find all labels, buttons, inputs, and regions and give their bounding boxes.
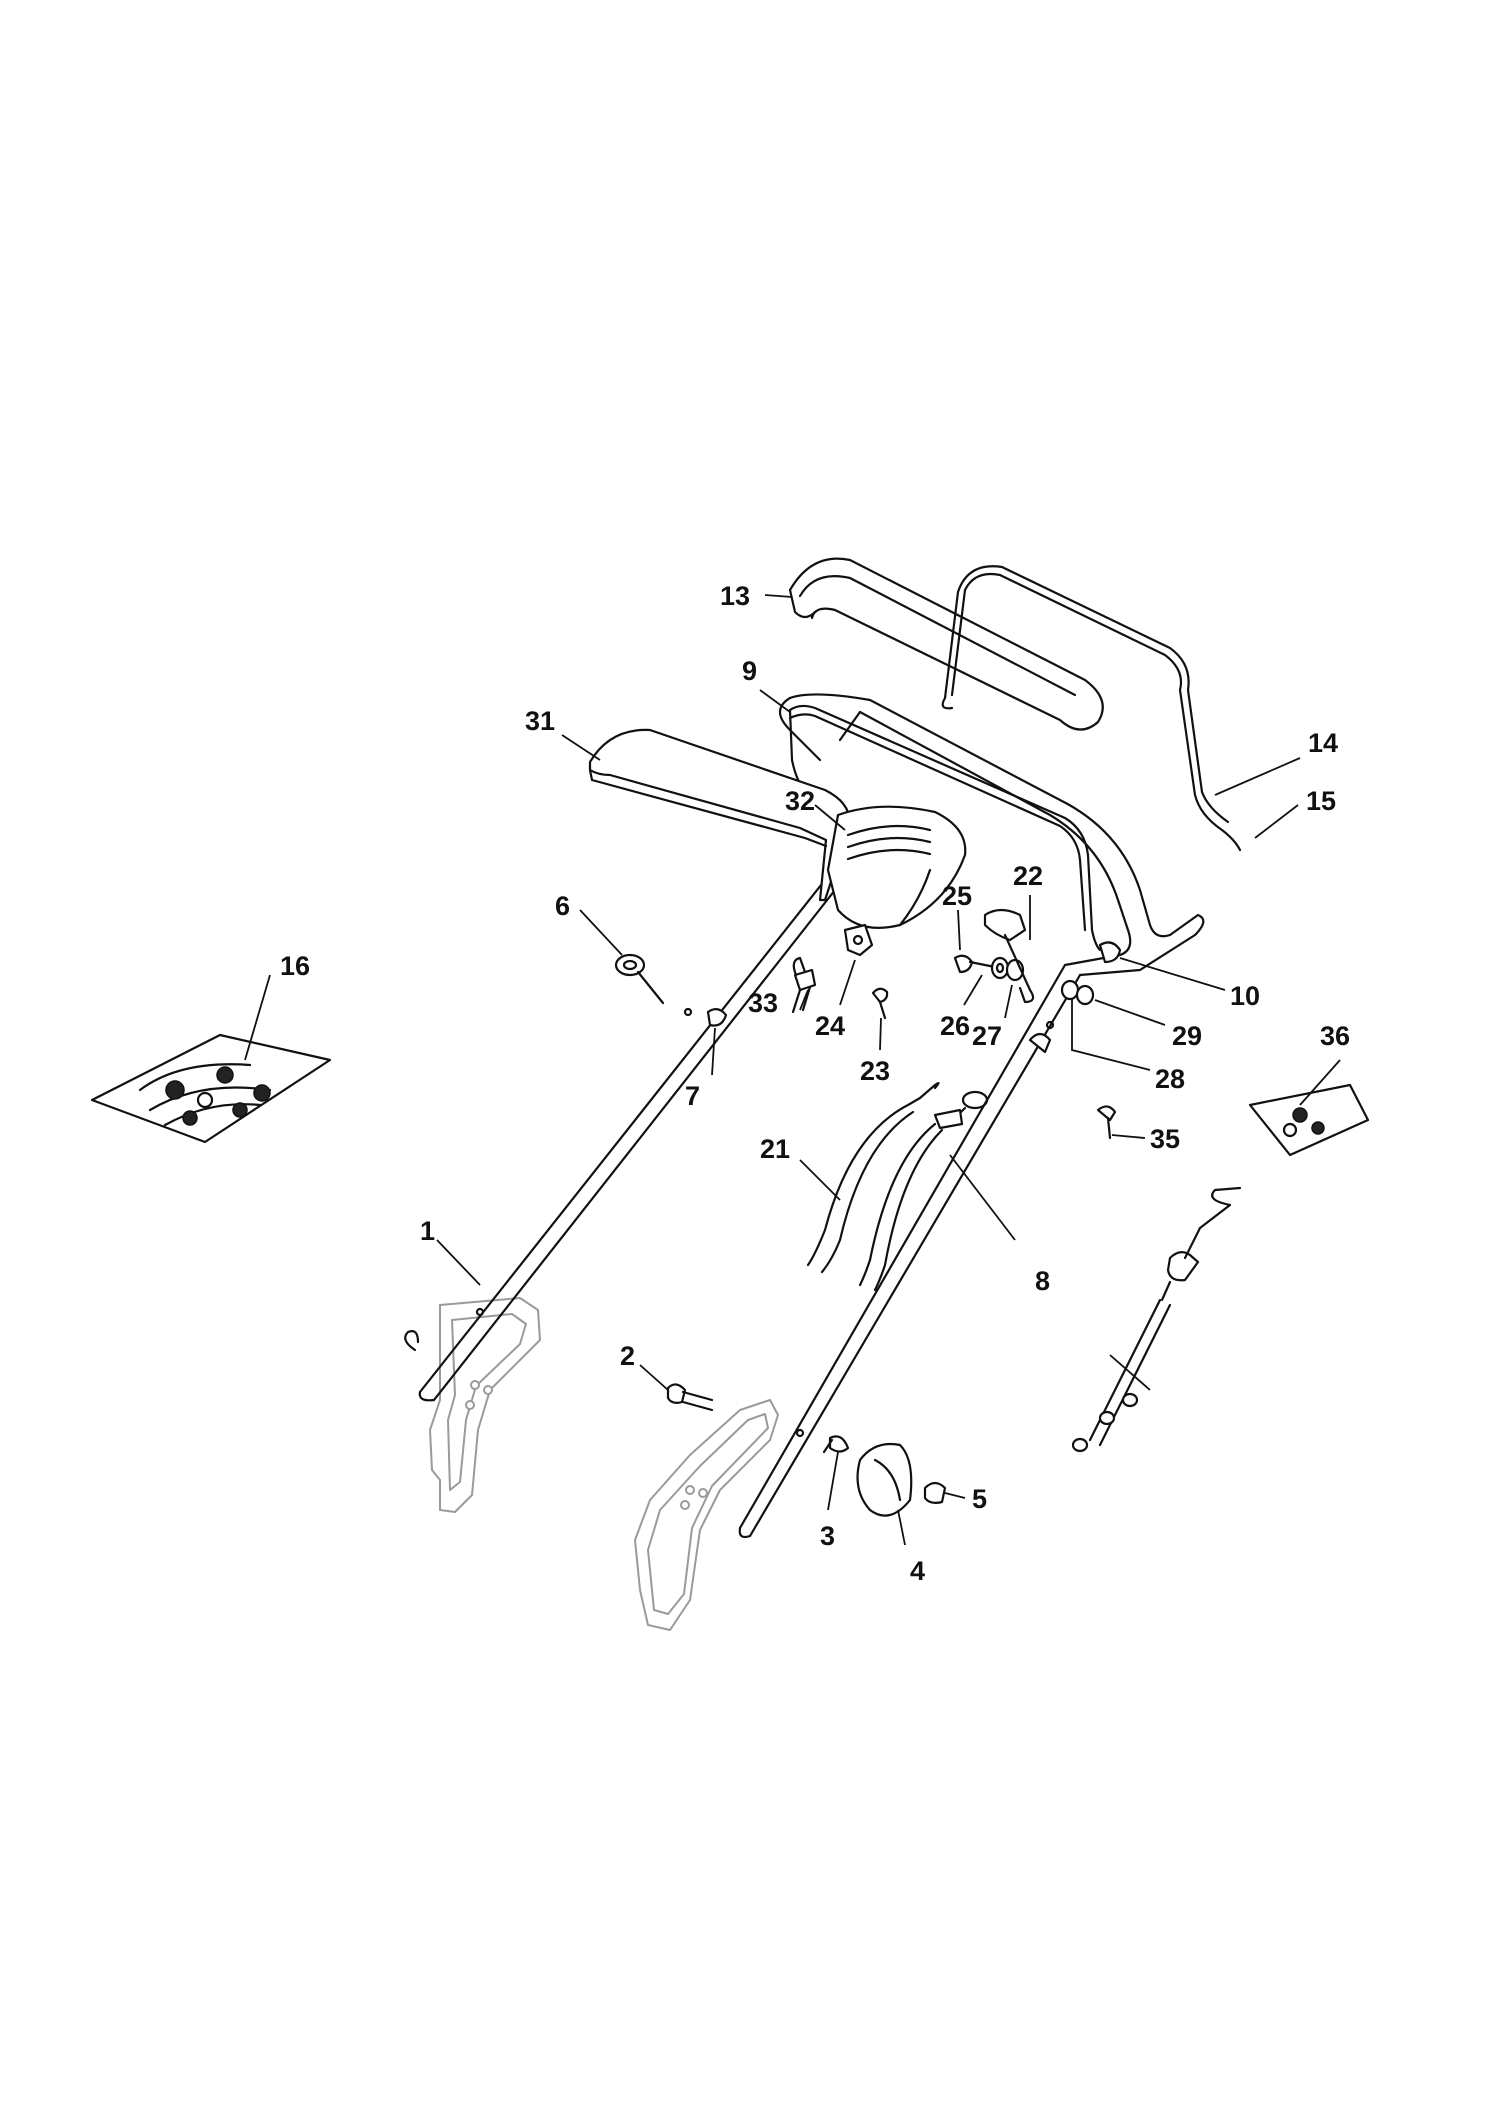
hardware-bag-16 [90, 1033, 332, 1144]
callout-14: 14 [1308, 728, 1338, 758]
callout-28: 28 [1155, 1064, 1185, 1094]
screw-33 [1096, 1105, 1117, 1140]
callout-27: 27 [972, 1021, 1002, 1051]
right-lower-handle [738, 963, 1082, 1539]
clip-28 [1028, 1032, 1052, 1054]
leader-lines [244, 594, 1341, 1546]
callout-30: 31 [525, 706, 555, 736]
callout-5: 5 [972, 1484, 987, 1514]
right-mount-bracket [634, 1399, 779, 1631]
callout-2: 2 [620, 1341, 635, 1371]
callout-35: 36 [1320, 1021, 1350, 1051]
callout-4: 4 [910, 1556, 925, 1586]
hook-3 [822, 1435, 850, 1454]
callout-3: 3 [820, 1521, 835, 1551]
left-mount-bracket [429, 1297, 541, 1513]
cable-clip-24 [843, 923, 874, 957]
cable-36 [1071, 1186, 1242, 1453]
console-31 [826, 805, 967, 929]
callout-21: 21 [760, 1134, 790, 1164]
hardware-bag-35 [1248, 1083, 1370, 1157]
callout-16: 16 [280, 951, 310, 981]
callout-33: 35 [1150, 1124, 1180, 1154]
handle-grip-13 [788, 557, 1104, 731]
eye-bolt-6 [614, 953, 665, 1005]
knob-4 [856, 1442, 913, 1517]
bail-wire-14 [941, 565, 1242, 852]
callout-13: 13 [720, 581, 750, 611]
nut-7 [706, 1008, 728, 1027]
left-lower-handle [404, 878, 837, 1402]
callout-1: 1 [420, 1216, 435, 1246]
cable-21 [806, 1081, 940, 1274]
callout-15: 15 [1306, 786, 1336, 816]
callout-25: 25 [942, 881, 972, 911]
callout-24: 24 [815, 1011, 845, 1041]
callout-9: 9 [742, 656, 757, 686]
callout-29: 29 [1172, 1021, 1202, 1051]
callout-23: 23 [860, 1056, 890, 1086]
nut-5 [923, 1481, 947, 1504]
screw-2 [666, 1383, 714, 1412]
cable-8 [858, 1090, 989, 1292]
callout-22: 22 [1013, 861, 1043, 891]
callout-6: 6 [555, 891, 570, 921]
screw-32 [791, 956, 817, 1014]
callout-labels: 13 9 31 32 14 15 22 25 10 29 28 6 33 24 … [280, 581, 1350, 1586]
callout-8: 8 [1035, 1266, 1050, 1296]
washer-26 [990, 956, 1010, 980]
screw-23 [871, 987, 889, 1020]
callout-7: 7 [685, 1081, 700, 1111]
callout-32: 33 [748, 988, 778, 1018]
callout-10: 10 [1230, 981, 1260, 1011]
lever-22 [983, 908, 1035, 1004]
callout-26: 26 [940, 1011, 970, 1041]
washer-29 [1060, 979, 1095, 1006]
callout-31: 32 [785, 786, 815, 816]
nut-10 [1098, 941, 1122, 964]
